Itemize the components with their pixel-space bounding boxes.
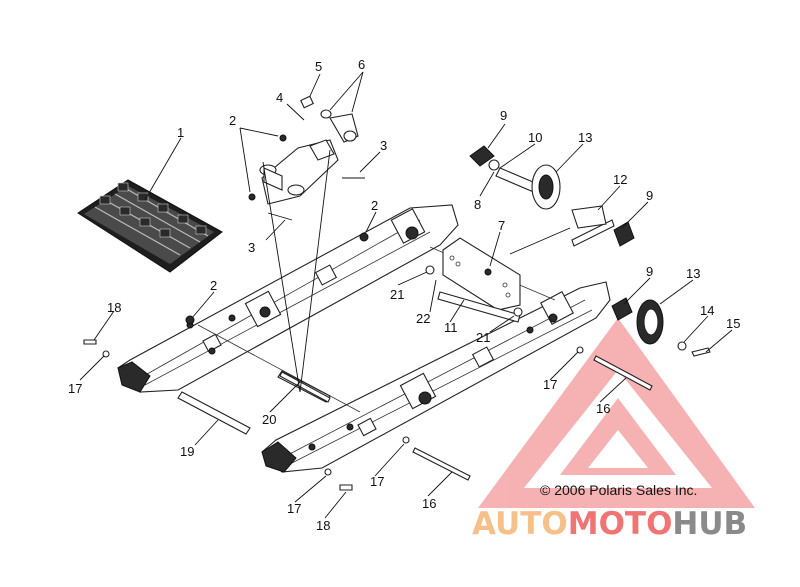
copyright-text: © 2006 Polaris Sales Inc. <box>540 482 697 498</box>
callout-21: 21 <box>390 287 404 302</box>
callout-10: 10 <box>528 130 542 145</box>
callout-1: 1 <box>177 125 184 140</box>
callout-17: 17 <box>68 381 82 396</box>
rail-slide-pad-part <box>77 179 223 273</box>
callout-15: 15 <box>726 316 740 331</box>
watermark-part-hub: HUB <box>672 506 747 542</box>
callout-4: 4 <box>276 90 283 105</box>
watermark-logo <box>478 318 755 508</box>
watermark-part-auto: AUTO <box>472 506 568 542</box>
callout-16: 16 <box>596 401 610 416</box>
callout-3: 3 <box>248 240 255 255</box>
callout-7: 7 <box>498 218 505 233</box>
callout-14: 14 <box>700 303 714 318</box>
callout-9: 9 <box>646 264 653 279</box>
callout-9: 9 <box>500 108 507 123</box>
callout-2: 2 <box>210 278 217 293</box>
callout-5: 5 <box>315 59 322 74</box>
callout-21: 21 <box>476 330 490 345</box>
leader-lines <box>79 71 733 519</box>
right-rail <box>261 281 611 473</box>
pivot-bracket-part <box>248 95 365 221</box>
callout-13: 13 <box>578 130 592 145</box>
callout-17: 17 <box>370 474 384 489</box>
callout-18: 18 <box>107 300 121 315</box>
callout-16: 16 <box>422 496 436 511</box>
watermark-text: AUTOMOTOHUB <box>472 506 747 542</box>
callout-2: 2 <box>229 113 236 128</box>
callout-22: 22 <box>416 311 430 326</box>
callout-13: 13 <box>686 266 700 281</box>
left-rail <box>117 204 459 393</box>
callout-11: 11 <box>444 320 458 335</box>
callout-19: 19 <box>180 444 194 459</box>
callout-2: 2 <box>371 198 378 213</box>
callout-labels: 1 2 2 2 3 3 4 5 6 7 8 9 9 9 10 11 12 13 … <box>68 57 740 533</box>
pivot-arm-part <box>425 237 523 323</box>
idler-wheel-upper-part <box>469 145 635 247</box>
callout-17: 17 <box>287 501 301 516</box>
idler-wheel-lower-part <box>611 297 711 357</box>
callout-6: 6 <box>358 57 365 72</box>
callout-18: 18 <box>316 518 330 533</box>
callout-20: 20 <box>262 412 276 427</box>
watermark-part-moto: MOTO <box>568 506 673 542</box>
callout-17: 17 <box>543 377 557 392</box>
callout-12: 12 <box>613 172 627 187</box>
callout-8: 8 <box>474 197 481 212</box>
callout-3: 3 <box>380 138 387 153</box>
callout-9: 9 <box>646 188 653 203</box>
hardware-parts <box>83 232 653 491</box>
